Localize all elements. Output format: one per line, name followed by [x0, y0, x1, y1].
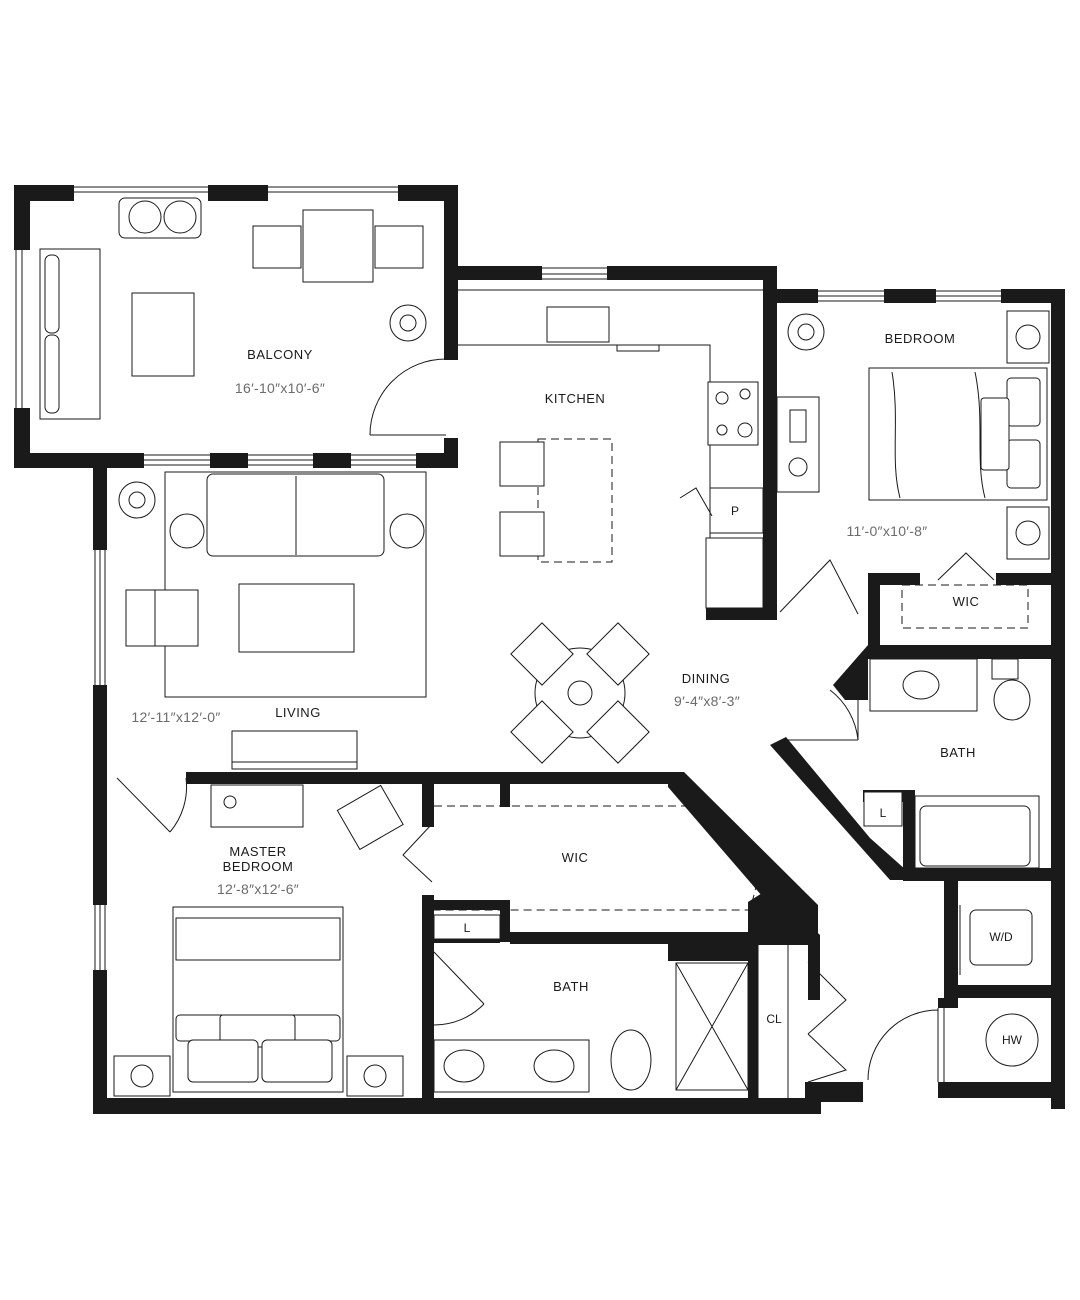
dining-furniture	[510, 622, 650, 764]
hot-water-label: HW	[1002, 1033, 1023, 1047]
bath-bedroom-label: BATH	[940, 745, 976, 760]
pantry-label: P	[731, 504, 739, 518]
living-furniture	[125, 471, 427, 770]
master-bedroom-size: 12′-8″x12′-6″	[217, 881, 299, 897]
plant-icon	[118, 200, 825, 519]
closet-label: CL	[766, 1012, 782, 1026]
bedroom-furniture	[776, 310, 1050, 629]
linen-bath-label: L	[880, 806, 887, 820]
washer-dryer-label: W/D	[989, 930, 1013, 944]
doors	[116, 358, 995, 1083]
wic-bedroom-label: WIC	[953, 594, 980, 609]
bath-fixtures	[757, 658, 1040, 1098]
bedroom-size: 11′-0″x10′-8″	[846, 523, 927, 539]
balcony-size: 16′-10″x10′-6″	[235, 380, 325, 396]
master-wic-bath	[433, 805, 761, 1093]
kitchen-label: KITCHEN	[545, 391, 606, 406]
windows	[15, 186, 1001, 970]
linen-master-label: L	[464, 921, 471, 935]
bath-master-label: BATH	[553, 979, 589, 994]
balcony-furniture	[39, 197, 825, 519]
fixture-labels: P L L W/D HW CL	[464, 504, 1023, 1047]
walls	[14, 185, 1065, 1114]
wic-master-label: WIC	[562, 850, 589, 865]
dining-size: 9′-4″x8′-3″	[674, 693, 740, 709]
master-bedroom-label-line2: BEDROOM	[223, 859, 294, 874]
bedroom-label: BEDROOM	[885, 331, 956, 346]
master-bedroom-label-line1: MASTER	[229, 844, 286, 859]
kitchen-fixtures	[458, 289, 764, 609]
living-size: 12′-11″x12′-0″	[131, 709, 220, 725]
master-furniture	[113, 784, 404, 1097]
dining-label: DINING	[682, 671, 731, 686]
living-label: LIVING	[275, 705, 321, 720]
room-labels: BALCONY 16′-10″x10′-6″ KITCHEN BEDROOM 1…	[131, 331, 980, 994]
balcony-label: BALCONY	[247, 347, 313, 362]
